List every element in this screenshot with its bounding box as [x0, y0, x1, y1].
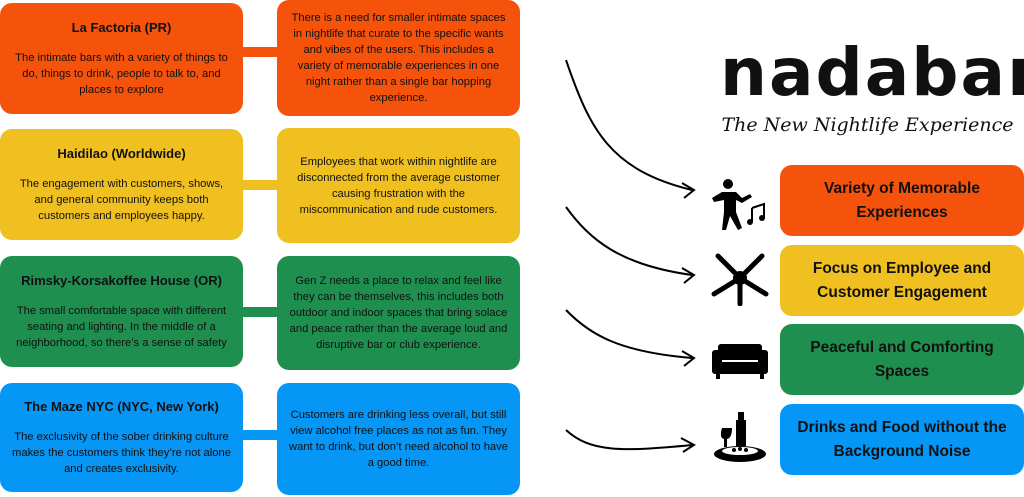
- insight-3: Gen Z needs a place to relax and feel li…: [277, 256, 520, 370]
- case-la-factoria: La Factoria (PR) The intimate bars with …: [0, 3, 243, 114]
- arrow-1: [565, 59, 696, 199]
- case-haidilao: Haidilao (Worldwide) The engagement with…: [0, 129, 243, 240]
- result-text: Drinks and Food without the Background N…: [797, 418, 1007, 460]
- case-title: La Factoria (PR): [71, 19, 172, 35]
- insight-text: Customers are drinking less overall, but…: [289, 409, 508, 469]
- case-rimsky-korsakoffee: Rimsky-Korsakoffee House (OR) The small …: [0, 256, 243, 367]
- result-text: Focus on Employee and Customer Engagemen…: [812, 259, 992, 301]
- logo-wordmark: nadabar: [720, 34, 1024, 111]
- drinks-food-icon: [714, 412, 766, 462]
- insight-text: Gen Z needs a place to relax and feel li…: [289, 275, 508, 351]
- case-title: The Maze NYC (NYC, New York): [24, 398, 219, 414]
- case-title: Rimsky-Korsakoffee House (OR): [21, 272, 222, 288]
- logo-tagline: The New Nightlife Experience: [721, 114, 1014, 136]
- couch-icon: [712, 344, 768, 379]
- arrow-2: [565, 206, 696, 284]
- case-desc: The engagement with customers, shows, an…: [19, 177, 224, 222]
- arrow-4: [565, 429, 696, 453]
- insight-4: Customers are drinking less overall, but…: [277, 383, 520, 495]
- result-text: Variety of Memorable Experiences: [824, 179, 980, 221]
- result-3: Peaceful and Comforting Spaces: [780, 324, 1024, 395]
- result-1: Variety of Memorable Experiences: [780, 165, 1024, 236]
- insight-1: There is a need for smaller intimate spa…: [277, 0, 520, 116]
- connector: [240, 307, 280, 317]
- connector: [240, 430, 280, 440]
- result-4: Drinks and Food without the Background N…: [780, 404, 1024, 475]
- case-the-maze-nyc: The Maze NYC (NYC, New York) The exclusi…: [0, 383, 243, 492]
- case-desc: The small comfortable space with differe…: [16, 304, 227, 349]
- case-desc: The intimate bars with a variety of thin…: [15, 51, 228, 96]
- case-desc: The exclusivity of the sober drinking cu…: [12, 430, 231, 475]
- dancing-person-icon: [712, 179, 765, 230]
- connector: [240, 180, 280, 190]
- case-title: Haidilao (Worldwide): [57, 145, 186, 161]
- hands-together-icon: [711, 253, 769, 306]
- insight-text: There is a need for smaller intimate spa…: [291, 12, 506, 104]
- result-text: Peaceful and Comforting Spaces: [810, 338, 994, 380]
- insight-text: Employees that work within nightlife are…: [297, 155, 500, 216]
- insight-2: Employees that work within nightlife are…: [277, 128, 520, 243]
- arrow-3: [565, 309, 696, 367]
- connector: [240, 47, 280, 57]
- logo: nadabar The New Nightlife Experience: [720, 34, 1024, 137]
- result-2: Focus on Employee and Customer Engagemen…: [780, 245, 1024, 316]
